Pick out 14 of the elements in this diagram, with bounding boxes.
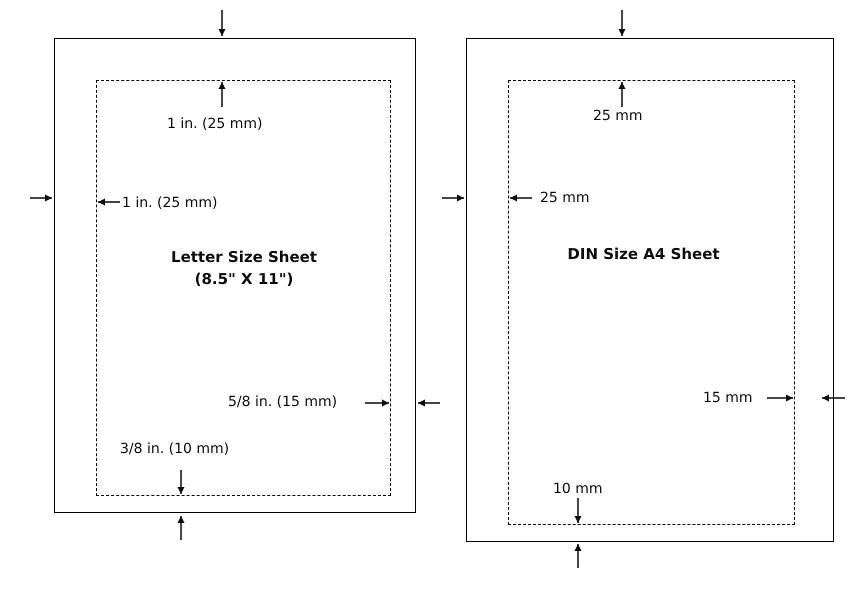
dimension-label: 1 in. (25 mm): [167, 116, 262, 132]
dimension-label: 10 mm: [553, 481, 603, 497]
dimension-label: 25 mm: [593, 108, 643, 124]
sheet-title: Letter Size Sheet (8.5" X 11"): [170, 246, 318, 290]
margin-outline: [508, 80, 794, 524]
sheet-title: DIN Size A4 Sheet: [566, 244, 721, 264]
sheet-outline: [466, 38, 834, 542]
sheet-outline: [54, 38, 416, 513]
margin-outline: [96, 80, 390, 496]
dimension-label: 3/8 in. (10 mm): [120, 441, 230, 457]
dimension-label: 5/8 in. (15 mm): [228, 394, 338, 410]
dimension-label: 1 in. (25 mm): [122, 195, 218, 211]
dimension-label: 25 mm: [540, 190, 590, 206]
dimension-label: 15 mm: [703, 390, 753, 406]
